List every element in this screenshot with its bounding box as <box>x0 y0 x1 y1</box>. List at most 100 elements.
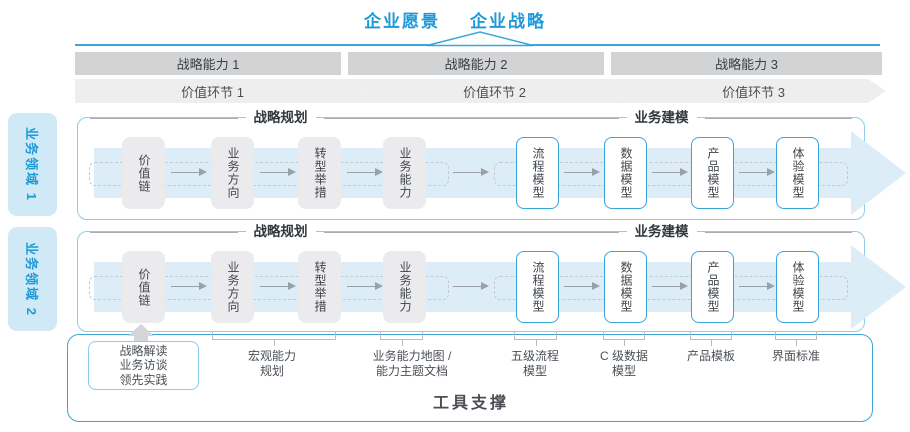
deliverable-label-product-template: 产品模板 <box>646 349 776 364</box>
value-chevron-1: 价值环节 1 <box>75 79 368 103</box>
domain-tab-1: 业务领域 1 <box>8 113 57 216</box>
value-chevron-label: 价值环节 3 <box>722 84 785 100</box>
divider <box>323 117 471 119</box>
section-title: 业务建模 <box>626 110 697 126</box>
right-arrow-icon <box>564 168 600 176</box>
section-title: 战略规划 <box>245 110 316 126</box>
domain-tab-label: 业务领域 1 <box>24 127 39 202</box>
header-titles: 企业愿景 企业战略 <box>0 7 910 32</box>
divider <box>323 231 471 233</box>
domain-panel-2: 战略规划 业务建模 价值链 业务方向 转型举措 业务能力 流程模型 数据模型 产… <box>77 224 906 332</box>
right-arrow-icon <box>171 168 207 176</box>
panel-section-titles: 战略规划 业务建模 <box>90 110 852 126</box>
section-planning: 战略规划 <box>90 110 471 126</box>
practice-input-box: 战略解读 业务访谈 领先实践 <box>88 341 199 390</box>
label-line: 能力主题文档 <box>375 364 448 378</box>
right-arrow-icon <box>453 168 489 176</box>
right-arrow-icon <box>652 168 688 176</box>
flow-band-arrowhead-icon <box>851 245 906 329</box>
right-arrow-icon <box>347 282 383 290</box>
dashed-placeholder-band <box>89 162 449 186</box>
stage-box-label: 体验模型 <box>791 261 805 313</box>
divider <box>90 231 238 233</box>
value-chevron-2: 价值环节 2 <box>350 79 630 103</box>
practice-line: 业务访谈 <box>119 358 168 373</box>
capability-bar-2: 战略能力 2 <box>348 52 604 75</box>
up-arrow-icon <box>128 324 154 336</box>
divider <box>471 117 619 119</box>
capability-bar-label: 战略能力 2 <box>444 57 508 72</box>
label-line: 模型 <box>522 364 547 378</box>
right-arrow-icon <box>347 168 383 176</box>
divider <box>704 117 852 119</box>
stage-box-label: 产品模型 <box>706 147 720 199</box>
stage-box-label: 价值链 <box>137 153 151 193</box>
bracket <box>514 332 557 346</box>
stage-box-transformation: 转型举措 <box>298 251 341 323</box>
dashed-placeholder-band <box>494 276 848 300</box>
value-chevron-label: 价值环节 2 <box>463 84 526 100</box>
flow-band-arrowhead-icon <box>851 131 906 215</box>
label-line: 模型 <box>611 364 636 378</box>
section-modeling: 业务建模 <box>471 110 852 126</box>
stage-box-label: 流程模型 <box>531 261 545 313</box>
dashed-placeholder-band <box>89 276 449 300</box>
right-arrow-icon <box>739 168 775 176</box>
stage-box-label: 价值链 <box>137 267 151 307</box>
stage-box-process-model: 流程模型 <box>516 137 559 209</box>
bracket <box>690 332 732 346</box>
bracket <box>775 332 817 346</box>
value-chevron-3: 价值环节 3 <box>612 79 886 103</box>
stage-box-transformation: 转型举措 <box>298 137 341 209</box>
stage-box-label: 流程模型 <box>531 147 545 199</box>
capability-bar-label: 战略能力 1 <box>176 57 240 72</box>
stage-box-process-model: 流程模型 <box>516 251 559 323</box>
stage-box-business-direction: 业务方向 <box>211 251 254 323</box>
practice-line: 领先实践 <box>119 372 168 387</box>
stage-box-product-model: 产品模型 <box>691 137 734 209</box>
stage-box-product-model: 产品模型 <box>691 251 734 323</box>
caret-up-icon <box>426 31 534 47</box>
stage-box-business-direction: 业务方向 <box>211 137 254 209</box>
capability-bar-3: 战略能力 3 <box>611 52 882 75</box>
value-chevron-label: 价值环节 1 <box>181 84 244 100</box>
stage-box-label: 转型举措 <box>313 261 327 313</box>
right-arrow-icon <box>564 282 600 290</box>
stage-box-label: 产品模型 <box>706 261 720 313</box>
dashed-placeholder-band <box>494 162 848 186</box>
right-arrow-icon <box>652 282 688 290</box>
section-title: 业务建模 <box>626 224 697 240</box>
label-line: 五级流程 <box>510 349 559 363</box>
capability-bar-label: 战略能力 3 <box>715 57 778 72</box>
stage-box-value-chain: 价值链 <box>122 137 165 209</box>
stage-box-label: 体验模型 <box>791 147 805 199</box>
stage-box-value-chain: 价值链 <box>122 251 165 323</box>
up-arrow-shaft <box>134 336 148 342</box>
stage-box-experience-model: 体验模型 <box>776 137 819 209</box>
domain-tab-label: 业务领域 2 <box>24 241 39 317</box>
right-arrow-icon <box>171 282 207 290</box>
stage-box-label: 转型举措 <box>313 147 327 199</box>
bracket <box>603 332 645 346</box>
deliverable-label-data-model: C 级数据 模型 <box>559 349 689 379</box>
divider <box>471 231 619 233</box>
label-line: 界面标准 <box>771 349 820 363</box>
deliverable-label-process-model: 五级流程 模型 <box>470 349 600 379</box>
section-planning: 战略规划 <box>90 224 471 240</box>
deliverable-label-capability-map: 业务能力地图 / 能力主题文档 <box>347 349 477 379</box>
stage-box-business-capability: 业务能力 <box>383 251 426 323</box>
label-line: 产品模板 <box>686 349 735 363</box>
stage-box-label: 业务方向 <box>226 147 240 199</box>
stage-box-label: 数据模型 <box>619 261 633 313</box>
deliverable-label-macro-capability: 宏观能力 规划 <box>207 349 337 379</box>
vision-title: 企业愿景 <box>364 12 440 31</box>
domain-tab-2: 业务领域 2 <box>8 227 57 331</box>
label-line: 宏观能力 <box>247 349 296 363</box>
label-line: C 级数据 <box>599 349 648 363</box>
right-arrow-icon <box>739 282 775 290</box>
panel-section-titles: 战略规划 业务建模 <box>90 224 852 240</box>
stage-box-label: 业务方向 <box>226 261 240 313</box>
stage-box-data-model: 数据模型 <box>604 137 647 209</box>
tool-support-title: 工具支撑 <box>432 395 509 412</box>
